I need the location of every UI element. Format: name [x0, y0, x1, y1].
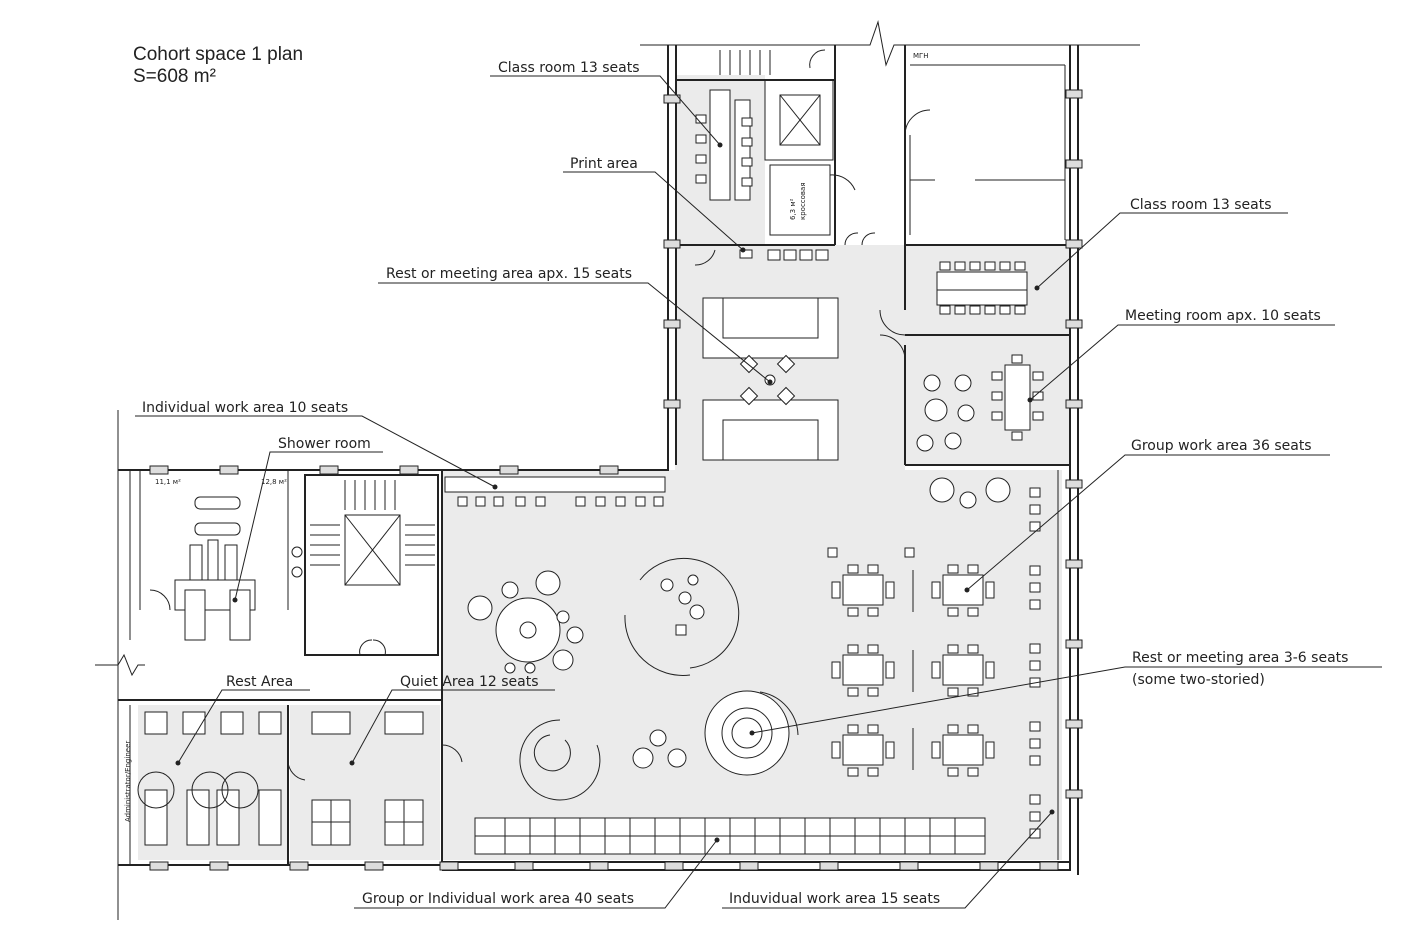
shower-room-fixtures — [184, 496, 303, 641]
label-class-room-top: Class room 13 seats — [490, 60, 723, 148]
label-text: Print area — [570, 156, 638, 172]
label-text: Individual work area 10 seats — [142, 400, 348, 416]
label-rest-meeting-3-6: Rest or meeting area 3-6 seats (some two… — [749, 650, 1382, 736]
mgn-mark: МГН — [913, 52, 929, 60]
label-meeting-room: Meeting room apx. 10 seats — [1027, 308, 1335, 403]
label-text: Meeting room apx. 10 seats — [1125, 308, 1321, 324]
doors — [149, 49, 931, 781]
individual-work-15-furniture — [1029, 487, 1041, 839]
label-quiet-area: Quiet Area 12 seats — [349, 674, 555, 766]
label-text-line1: Rest or meeting area 3-6 seats — [1132, 650, 1348, 666]
group-individual-40-furniture — [474, 817, 986, 855]
label-text: Group work area 36 seats — [1131, 438, 1312, 454]
label-text: Rest or meeting area apx. 15 seats — [386, 266, 632, 282]
label-text: Quiet Area 12 seats — [400, 674, 539, 690]
label-text: Group or Individual work area 40 seats — [362, 891, 634, 907]
label-print-area: Print area — [563, 156, 746, 253]
rest-meeting-pods — [467, 557, 799, 801]
plan-area: S=608 m² — [133, 66, 216, 87]
plan-title: Cohort space 1 plan — [133, 44, 303, 65]
rest-area-furniture — [137, 711, 282, 846]
label-class-room-right: Class room 13 seats — [1034, 197, 1288, 291]
label-group-work-36: Group work area 36 seats — [964, 438, 1330, 593]
label-individual-work-15: Induvidual work area 15 seats — [722, 809, 1055, 909]
label-group-individual-40: Group or Individual work area 40 seats — [354, 837, 720, 909]
crossover-name-mark: кроссовая — [799, 182, 807, 220]
stair-treads — [310, 50, 821, 566]
label-rest-meeting-15: Rest or meeting area apx. 15 seats — [378, 266, 773, 385]
room-area-mark-1: 11,1 м² — [155, 478, 181, 486]
label-text: Class room 13 seats — [498, 60, 639, 76]
columns — [149, 89, 1083, 871]
label-text: Class room 13 seats — [1130, 197, 1271, 213]
label-shower-room: Shower room — [232, 436, 383, 603]
class-room-right-furniture — [936, 261, 1028, 315]
crossover-area-mark: 6,3 м² — [789, 198, 797, 220]
individual-work-10-furniture — [444, 476, 666, 507]
label-individual-work-10: Individual work area 10 seats — [135, 400, 498, 490]
label-text: Rest Area — [226, 674, 293, 690]
rest-meeting-15-furniture — [702, 297, 839, 461]
label-text: Induvidual work area 15 seats — [729, 891, 940, 907]
quiet-area-furniture — [311, 711, 424, 846]
label-rest-area: Rest Area — [175, 674, 310, 766]
group-work-36-furniture — [827, 477, 1011, 777]
label-text-line2: (some two-storied) — [1132, 672, 1265, 688]
top-building-line — [640, 20, 1140, 67]
label-text: Shower room — [278, 436, 371, 452]
room-area-mark-2: 12,8 м² — [261, 478, 287, 486]
admin-room-mark: Administrator/Engineer — [124, 741, 132, 822]
meeting-room-furniture — [916, 354, 1044, 452]
